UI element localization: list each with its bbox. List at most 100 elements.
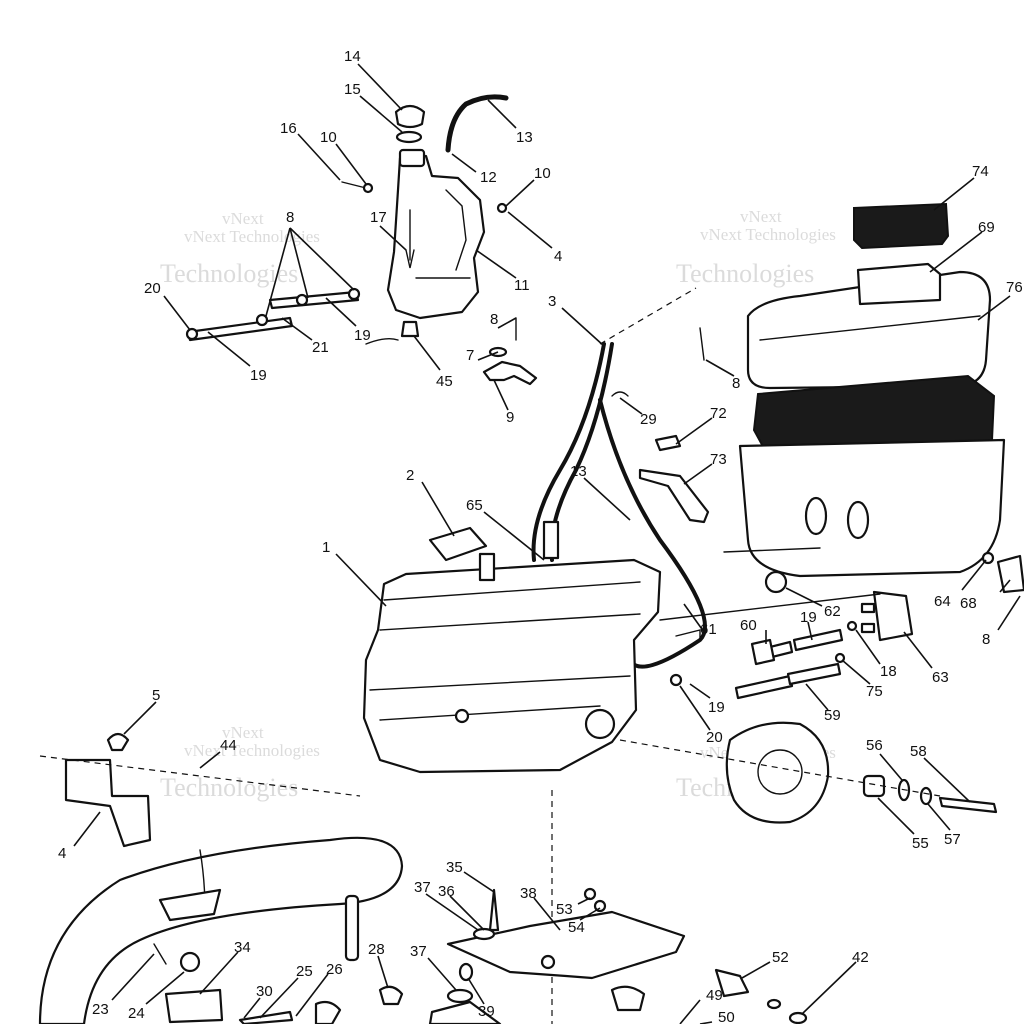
engine-bracket-left xyxy=(64,732,152,848)
fuel-pump xyxy=(860,590,914,642)
callout-label: 36 xyxy=(438,883,455,900)
callout-label: 44 xyxy=(220,737,237,754)
exhaust-hardware xyxy=(238,1010,294,1024)
watermark-bottom-left: vNext vNext Technologies Technologies xyxy=(160,723,320,802)
callout-label: 30 xyxy=(256,983,273,1000)
leader-lines xyxy=(73,63,1021,1024)
washer xyxy=(472,927,496,941)
bolt xyxy=(488,888,500,932)
callout-label: 8 xyxy=(286,209,294,226)
bracket-right xyxy=(996,554,1024,594)
callout-label: 39 xyxy=(478,1003,495,1020)
fuel-tank xyxy=(386,148,486,320)
cover xyxy=(610,985,646,1012)
watermark-line: Technologies xyxy=(160,773,298,802)
clamp xyxy=(669,673,683,687)
callout-label: 19 xyxy=(250,367,267,384)
callout-label: 10 xyxy=(534,165,551,182)
callout-label: 73 xyxy=(710,451,727,468)
starter-bolt-set xyxy=(862,774,998,814)
callout-label: 52 xyxy=(772,949,789,966)
watermark-top-right: vNext vNext Technologies Technologies xyxy=(676,207,836,288)
bolt xyxy=(341,181,367,189)
nut xyxy=(583,887,597,901)
callout-label: 2 xyxy=(406,467,414,484)
fuel-line-assembly xyxy=(185,287,399,345)
cable-fitting xyxy=(714,968,750,998)
callout-label: 13 xyxy=(570,463,587,480)
callout-label: 50 xyxy=(718,1009,735,1024)
mount-bracket xyxy=(638,468,710,524)
callout-label: 25 xyxy=(296,963,313,980)
exhaust-clamp xyxy=(378,985,404,1006)
callout-label: 29 xyxy=(640,411,657,428)
callout-label: 8 xyxy=(982,631,990,648)
callout-label: 69 xyxy=(978,219,995,236)
spring xyxy=(153,943,167,965)
lower-plate xyxy=(428,1000,502,1024)
clip xyxy=(611,391,629,397)
washer xyxy=(593,899,607,913)
callout-label: 4 xyxy=(554,248,562,265)
nut xyxy=(788,1011,808,1024)
callout-label: 34 xyxy=(234,939,251,956)
callout-label: 7 xyxy=(466,347,474,364)
callout-label: 74 xyxy=(972,163,989,180)
callout-label: 45 xyxy=(436,373,453,390)
callout-label: 8 xyxy=(732,375,740,392)
watermark-line: vNext Technologies xyxy=(700,225,836,244)
fuel-hose xyxy=(549,342,614,562)
callout-label: 15 xyxy=(344,81,361,98)
grommet xyxy=(764,570,788,594)
watermark-line: vNext xyxy=(222,723,264,742)
callout-label: 42 xyxy=(852,949,869,966)
exhaust-pipe xyxy=(38,836,404,1024)
callout-label: 57 xyxy=(944,831,961,848)
callout-label: 35 xyxy=(446,859,463,876)
callout-label: 59 xyxy=(824,707,841,724)
callout-label: 5 xyxy=(152,687,160,704)
air-filter xyxy=(853,202,950,250)
callout-label: 49 xyxy=(706,987,723,1004)
callout-label: 19 xyxy=(354,327,371,344)
callout-label: 37 xyxy=(414,879,431,896)
callout-label: 20 xyxy=(706,729,723,746)
watermark-line: vNext xyxy=(740,207,782,226)
callout-label: 65 xyxy=(466,497,483,514)
callout-label: 61 xyxy=(700,621,717,638)
washer xyxy=(362,182,374,194)
callout-label: 19 xyxy=(708,699,725,716)
callout-label: 76 xyxy=(1006,279,1023,296)
engine-mount-plate xyxy=(446,910,686,980)
callout-label: 12 xyxy=(480,169,497,186)
watermark-line: vNext Technologies xyxy=(184,741,320,760)
callout-label: 28 xyxy=(368,941,385,958)
fuel-hose-short xyxy=(786,662,842,686)
fuel-fitting xyxy=(400,320,420,338)
callout-label: 20 xyxy=(144,280,161,297)
fuel-hose-short xyxy=(792,628,844,652)
callout-label: 56 xyxy=(866,737,883,754)
watermark-line: Technologies xyxy=(676,259,814,288)
ball xyxy=(179,951,201,973)
callout-label: 4 xyxy=(58,845,66,862)
callout-labels: 14 15 13 16 10 12 10 8 17 4 11 20 19 21 … xyxy=(58,48,1023,1024)
callout-label: 64 xyxy=(934,593,951,610)
rubber-mount xyxy=(458,962,474,982)
callout-label: 19 xyxy=(800,609,817,626)
fuel-filter xyxy=(750,638,776,666)
clip xyxy=(654,434,682,452)
callout-label: 10 xyxy=(320,129,337,146)
callout-label: 11 xyxy=(514,277,530,294)
callout-label: 14 xyxy=(344,48,361,65)
engine xyxy=(362,520,662,774)
exhaust-bracket xyxy=(164,988,224,1024)
tank-cap xyxy=(394,104,426,144)
clamp xyxy=(846,620,858,632)
hidden-line xyxy=(599,287,697,345)
washer xyxy=(766,998,782,1010)
nut xyxy=(496,202,508,214)
callout-label: 63 xyxy=(932,669,949,686)
callout-label: 55 xyxy=(912,835,929,852)
